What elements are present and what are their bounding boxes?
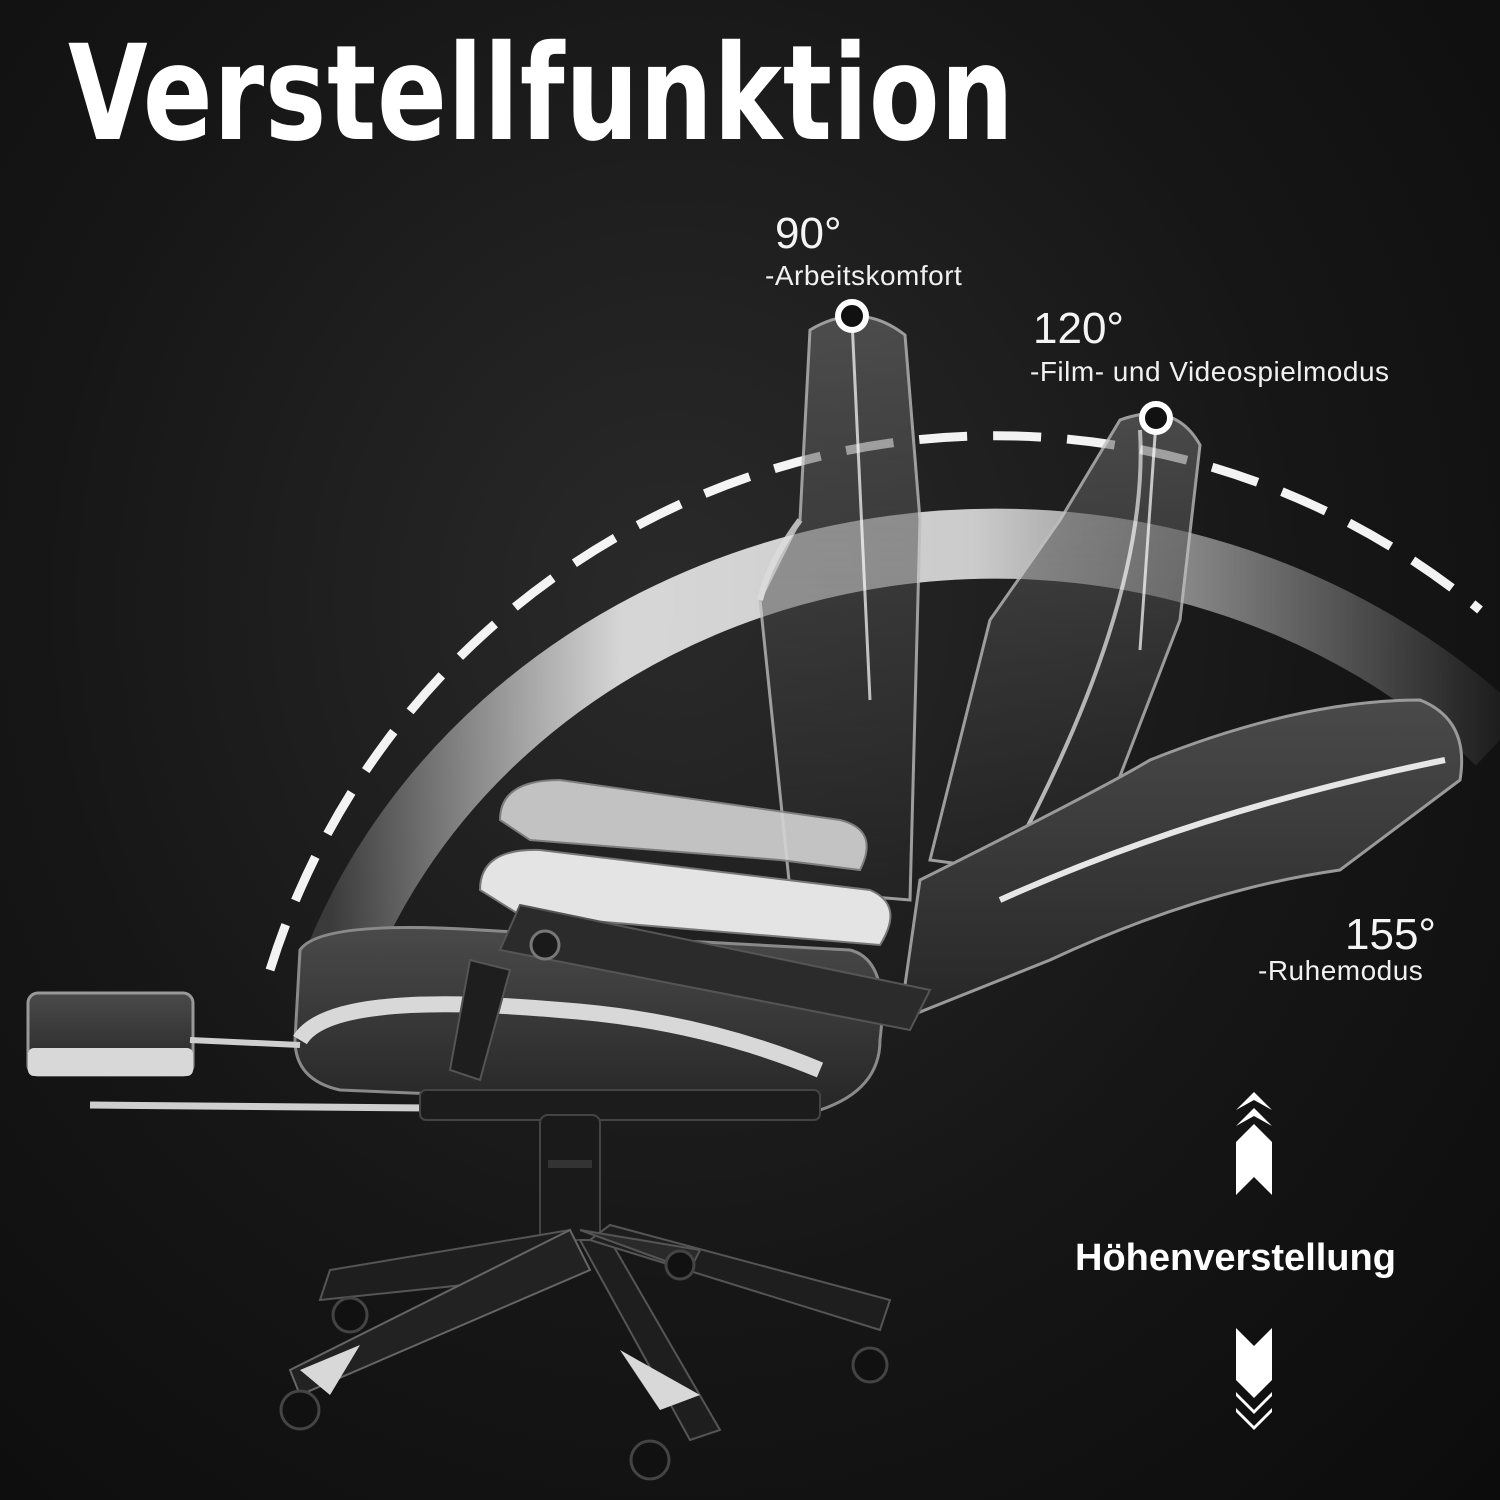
star-base — [279, 1223, 892, 1481]
chevron-up-icon — [1236, 1092, 1272, 1195]
backrest-155 — [898, 698, 1464, 1023]
mode-120-label: -Film- und Videospielmodus — [1030, 356, 1390, 387]
mode-90-label: -Arbeitskomfort — [765, 260, 963, 291]
marker-120-icon — [1138, 401, 1173, 651]
armrest-upper — [498, 778, 868, 872]
angle-90-label: 90° — [775, 209, 842, 258]
marker-90-icon — [835, 299, 872, 701]
mode-155-label: -Ruhemodus — [1258, 955, 1424, 986]
page-title: Verstellfunktion — [68, 17, 1015, 171]
recline-dashed-arc — [265, 431, 1483, 972]
armrest — [448, 848, 932, 1082]
angle-155-label: 155° — [1345, 910, 1437, 959]
height-adjustment-label: Höhenverstellung — [1075, 1237, 1396, 1279]
angle-120-label: 120° — [1033, 304, 1125, 353]
footrest — [26, 991, 431, 1112]
chevron-down-icon — [1236, 1328, 1272, 1430]
gas-lift — [419, 1089, 821, 1241]
